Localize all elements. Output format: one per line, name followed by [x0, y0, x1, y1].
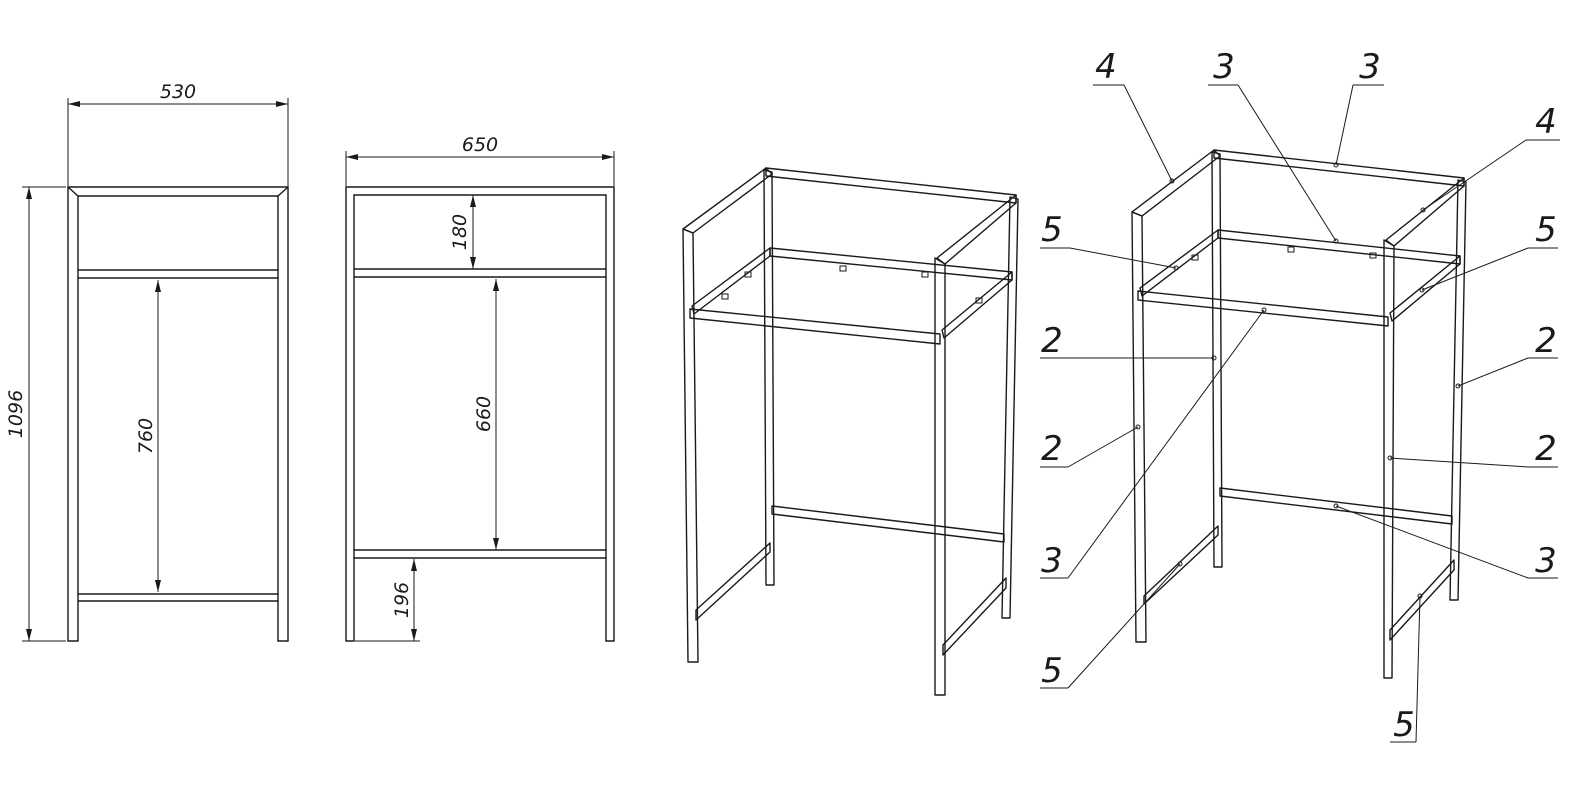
side-top-dimension: 180: [449, 195, 476, 269]
callout-label: 5: [1393, 705, 1415, 745]
side-top-label: 180: [449, 214, 471, 250]
callout-label: 4: [1535, 102, 1557, 142]
side-width-label: 650: [462, 134, 498, 156]
callout-label: 2: [1041, 429, 1063, 469]
callout-label: 3: [1213, 47, 1235, 87]
side-width-dimension: 650: [345, 134, 615, 186]
front-height-label: 1096: [5, 390, 27, 438]
front-view: 530 1096 760: [5, 81, 289, 642]
callout-bottom-5: 5: [1390, 593, 1423, 745]
callout-left-5-upper: 5: [1040, 210, 1179, 271]
front-inner-label: 760: [135, 418, 157, 454]
callout-top-mid-3: 3: [1208, 47, 1339, 244]
callout-right-2-lower: 2: [1387, 429, 1558, 469]
front-inner-dimension: 760: [135, 280, 161, 592]
front-width-dimension: 530: [67, 81, 289, 186]
callout-label: 2: [1535, 321, 1557, 361]
callout-right-2-upper: 2: [1455, 321, 1558, 389]
front-width-label: 530: [160, 81, 196, 103]
side-mid-label: 660: [473, 396, 495, 432]
side-mid-dimension: 660: [473, 279, 499, 550]
callout-left-5-lower: 5: [1040, 561, 1183, 691]
isometric-view-callouts: 4 3 3 4 5 5: [1040, 47, 1560, 745]
callout-label: 3: [1535, 541, 1557, 581]
callout-right-4: 4: [1420, 102, 1560, 213]
callout-label: 5: [1535, 210, 1557, 250]
callout-label: 5: [1041, 651, 1063, 691]
callout-right-3-lower: 3: [1333, 503, 1558, 581]
callout-left-2-upper: 2: [1040, 321, 1217, 361]
callout-label: 3: [1359, 47, 1381, 87]
side-bottom-label: 196: [391, 582, 413, 618]
side-bottom-dimension: 196: [355, 559, 420, 642]
isometric-view-plain: [682, 167, 1019, 696]
front-height-dimension: 1096: [5, 186, 66, 642]
callout-label: 3: [1041, 541, 1063, 581]
side-view-frame: [345, 186, 615, 642]
callout-label: 5: [1041, 210, 1063, 250]
callout-top-right-3: 3: [1333, 47, 1384, 168]
front-view-frame: [67, 186, 289, 642]
callout-left-3-lower: 3: [1040, 307, 1267, 581]
side-view: 650 180 660 196: [345, 134, 615, 642]
callout-label: 2: [1041, 321, 1063, 361]
callout-label: 4: [1095, 47, 1117, 87]
callout-label: 2: [1535, 429, 1557, 469]
callout-top-left-4: 4: [1093, 47, 1175, 184]
callout-left-2-lower: 2: [1040, 424, 1141, 469]
callout-right-5-upper: 5: [1419, 210, 1558, 293]
